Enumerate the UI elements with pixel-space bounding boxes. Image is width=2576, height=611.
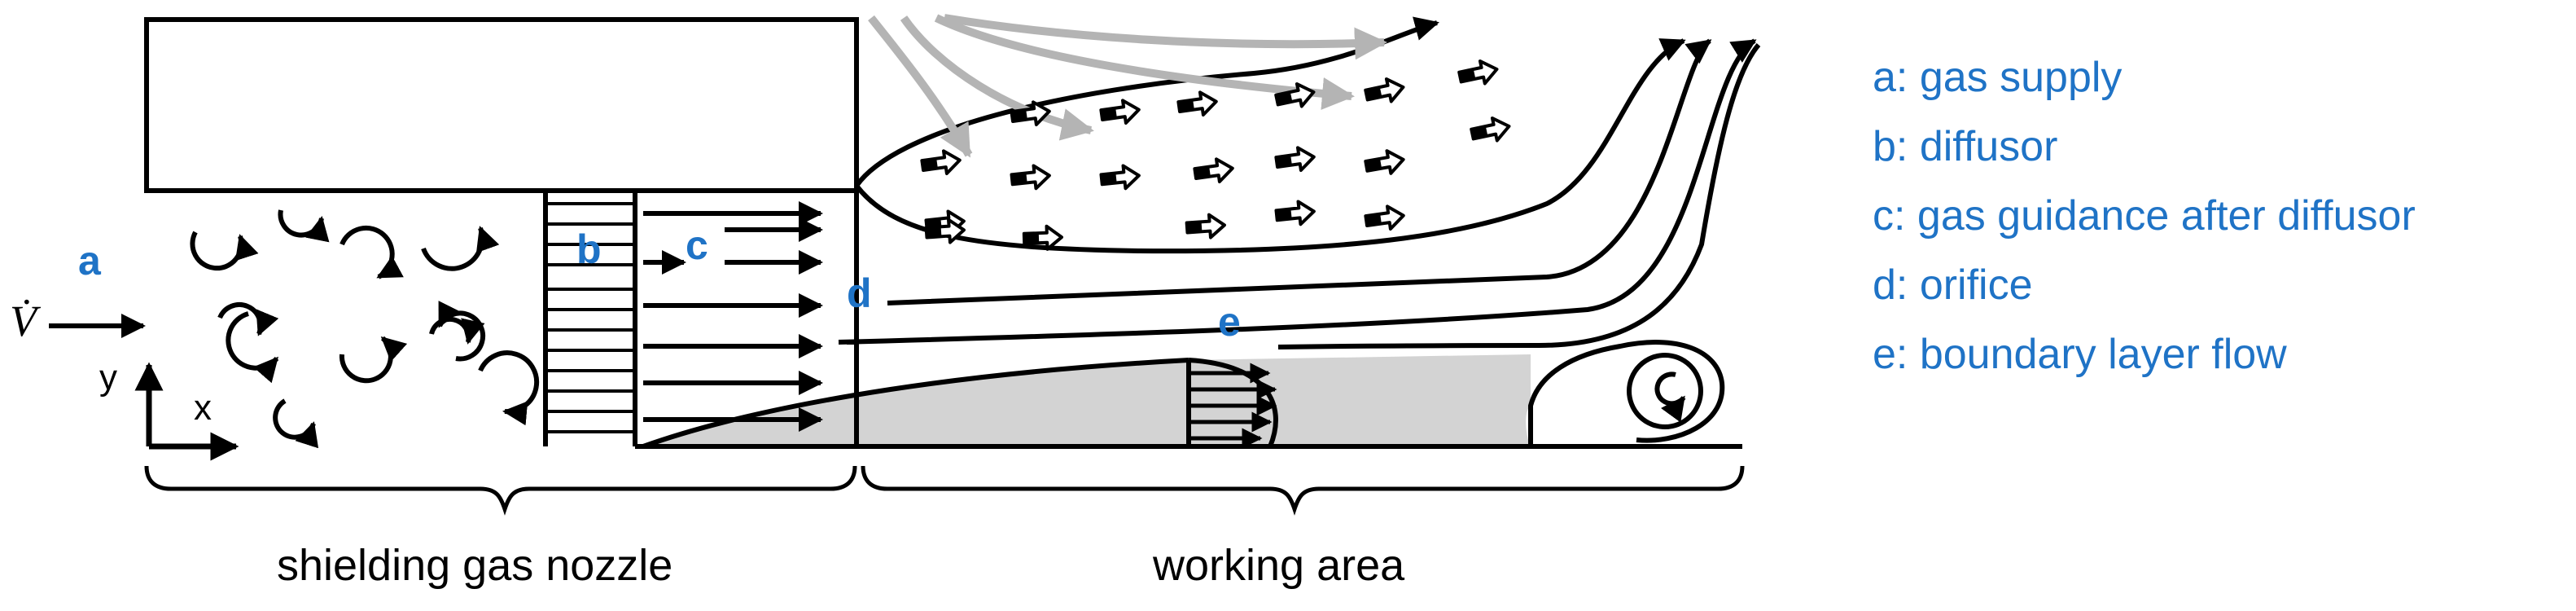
nozzle-brace	[144, 465, 857, 516]
vortex-icon	[226, 311, 279, 384]
legend-item-d: d: orifice	[1873, 262, 2033, 309]
streamline-upper	[887, 38, 1712, 306]
gray-flow-arrow	[900, 15, 1094, 141]
label-b: b	[576, 226, 602, 272]
streamline-middle	[838, 38, 1757, 345]
hollow-arrow-icon	[1362, 74, 1408, 108]
vortex-icon	[478, 350, 540, 426]
hollow-arrow-icon	[1098, 162, 1142, 193]
nozzle-upper-wall	[144, 17, 859, 193]
vortex-icon	[437, 301, 486, 362]
coordinate-axes	[134, 362, 239, 461]
gray-flow-arrow	[944, 14, 1387, 60]
y-axis-label: y	[99, 358, 117, 398]
chamber-vortices	[190, 209, 540, 449]
boundary-layer-shaded-region	[643, 354, 1531, 446]
hollow-arrow-icon	[1273, 143, 1317, 175]
working-area-streamlines	[838, 16, 1761, 349]
hollow-arrow-icon	[1185, 212, 1227, 241]
recirculation-icon	[1654, 371, 1686, 423]
legend-item-c: c: gas guidance after diffusor	[1873, 192, 2416, 240]
vortex-icon	[278, 209, 330, 243]
hollow-arrow-icon	[1363, 202, 1407, 234]
caption-shielding-gas-nozzle: shielding gas nozzle	[277, 541, 672, 590]
vortex-icon	[421, 226, 500, 271]
hollow-arrow-icon	[1192, 155, 1236, 187]
label-a: a	[78, 238, 102, 284]
legend-item-a: a: gas supply	[1873, 54, 2122, 101]
hollow-arrow-icon	[1362, 147, 1408, 179]
downstream-surface-bump	[1528, 340, 1725, 446]
streamline-lower	[1277, 43, 1761, 349]
gray-flow-arrow	[868, 15, 973, 158]
section-braces	[144, 465, 1745, 516]
hollow-arrow-icon	[1098, 96, 1142, 128]
recirculation-zone-arrows	[919, 56, 1514, 249]
legend: a: gas supply b: diffusor c: gas guidanc…	[1873, 54, 2416, 378]
recirculation-circle	[1627, 353, 1703, 429]
guidance-arrows	[643, 201, 823, 432]
hollow-arrow-icon	[1176, 88, 1220, 120]
legend-item-b: b: diffusor	[1873, 123, 2057, 170]
inflow-symbol: V̇	[10, 297, 42, 345]
downstream-recirculation	[1627, 353, 1703, 429]
x-axis-label: x	[194, 388, 212, 428]
caption-working-area: working area	[1152, 541, 1405, 590]
gray-flow-arrow	[934, 14, 1355, 110]
hollow-arrow-icon	[1456, 56, 1501, 90]
diffusor-mesh	[545, 202, 635, 433]
hollow-arrow-icon	[1468, 113, 1514, 147]
vortex-icon	[429, 316, 485, 345]
working-surface	[635, 340, 1742, 449]
hollow-arrow-icon	[1273, 198, 1317, 229]
legend-item-e: e: boundary layer flow	[1873, 331, 2287, 378]
working-area-brace	[861, 465, 1745, 516]
label-c: c	[686, 222, 708, 268]
hollow-arrow-icon	[919, 147, 963, 178]
vortex-icon	[217, 302, 279, 336]
vortex-icon	[190, 231, 259, 271]
entrained-gray-flows	[868, 14, 1387, 158]
vortex-icon	[340, 225, 404, 279]
boundary-layer-edge	[642, 358, 1189, 449]
label-d: d	[847, 270, 872, 316]
vortex-icon	[273, 398, 319, 449]
nozzle-body	[144, 17, 859, 446]
hollow-arrow-icon	[1009, 162, 1053, 193]
boundary-layer-profile-arrows	[1190, 363, 1277, 449]
label-e: e	[1218, 299, 1241, 345]
vortex-icon	[339, 336, 408, 384]
